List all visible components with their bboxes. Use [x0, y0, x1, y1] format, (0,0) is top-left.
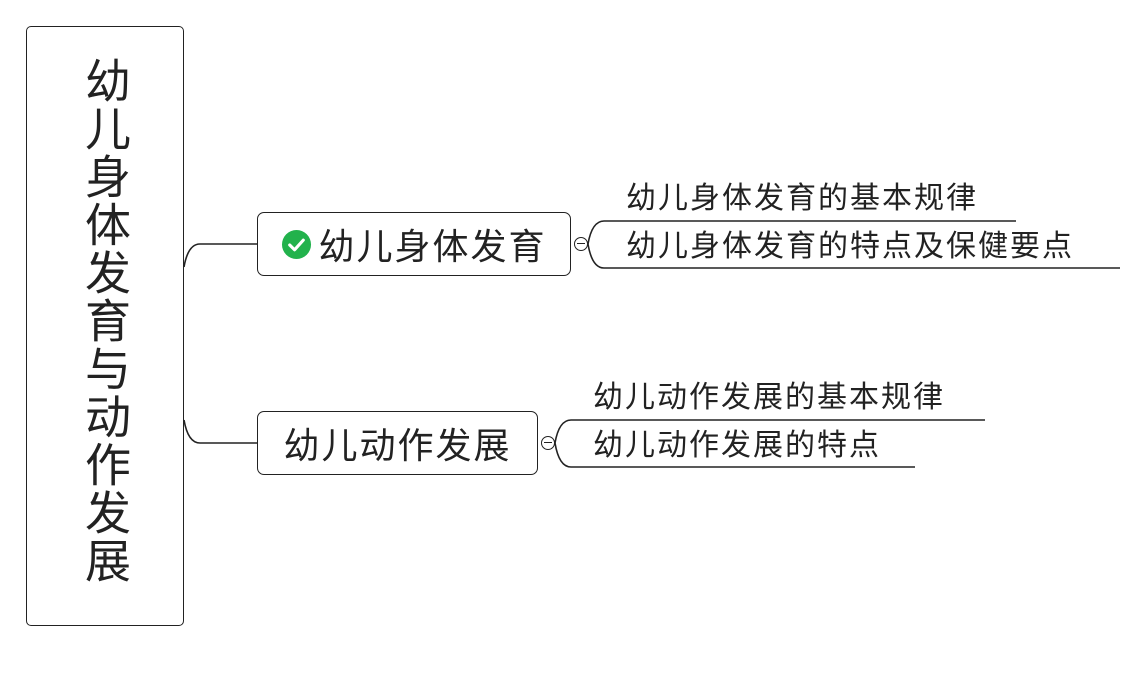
connector-branch-2-child-1 — [554, 419, 985, 444]
connector-branch-2-child-2 — [554, 442, 915, 468]
root-topic-node[interactable]: 幼儿身体发育与动作发展 — [26, 26, 184, 626]
leaf-body-development-basic-rules[interactable]: 幼儿身体发育的基本规律 — [626, 181, 978, 216]
branch-node-body-development[interactable]: 幼儿身体发育 — [257, 212, 571, 276]
collapse-toggle-motor-development[interactable] — [541, 436, 555, 450]
branch-node-motor-development[interactable]: 幼儿动作发展 — [257, 411, 538, 475]
leaf-motor-development-features[interactable]: 幼儿动作发展的特点 — [593, 428, 881, 463]
connector-branch-1-child-2 — [587, 243, 1120, 269]
branch-label-body-development: 幼儿身体发育 — [318, 227, 547, 268]
root-topic-label: 幼儿身体发育与动作发展 — [78, 57, 132, 585]
connector-root-branch-2 — [183, 419, 257, 444]
leaf-body-development-features-care[interactable]: 幼儿身体发育的特点及保健要点 — [626, 229, 1074, 264]
branch-label-motor-development: 幼儿动作发展 — [283, 426, 512, 467]
connector-branch-1-child-1 — [587, 220, 1016, 245]
leaf-motor-development-basic-rules[interactable]: 幼儿动作发展的基本规律 — [593, 380, 945, 415]
collapse-toggle-body-development[interactable] — [574, 237, 588, 251]
connector-root-branch-1 — [183, 243, 257, 268]
check-circle-icon — [281, 229, 312, 260]
